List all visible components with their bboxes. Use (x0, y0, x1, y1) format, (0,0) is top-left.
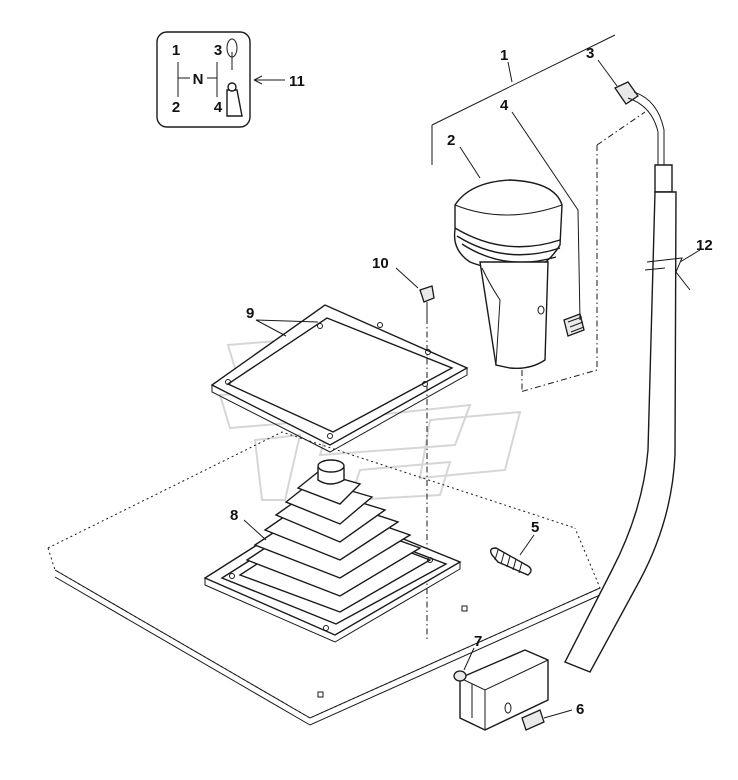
bolt-6 (521, 709, 545, 731)
shift-pattern-2: 2 (172, 99, 180, 116)
screw-10 (419, 285, 435, 640)
shift-pattern-n: N (193, 71, 204, 88)
set-screw-4 (563, 313, 585, 337)
callout-1: 1 (500, 47, 508, 64)
shift-pattern-3: 3 (214, 42, 222, 59)
callout-9: 9 (246, 305, 254, 322)
shift-pattern-1: 1 (172, 42, 180, 59)
callout-3: 3 (586, 45, 594, 62)
clamp-block (459, 649, 549, 731)
callout-4: 4 (500, 97, 509, 114)
callout-8: 8 (230, 507, 238, 524)
callout-10: 10 (372, 255, 389, 272)
shift-lever-12 (564, 164, 691, 673)
floor-panel (47, 431, 601, 726)
callout-12: 12 (696, 237, 713, 254)
wire-connector-3 (614, 81, 665, 165)
bezel-plate-9 (210, 304, 469, 453)
assembly-guide-lines (431, 34, 646, 393)
nut-7 (453, 670, 467, 682)
callout-7: 7 (474, 633, 482, 650)
callout-6: 6 (576, 701, 584, 718)
shift-boot-8 (203, 459, 462, 643)
shift-pattern-4: 4 (214, 99, 223, 116)
leader-lines (243, 59, 701, 719)
callout-2: 2 (447, 132, 455, 149)
shift-knob-2 (453, 179, 563, 370)
spring-pin-5 (489, 547, 532, 576)
callout-5: 5 (531, 519, 539, 536)
shift-pattern-plate-11 (156, 31, 285, 128)
callout-11: 11 (289, 73, 305, 90)
